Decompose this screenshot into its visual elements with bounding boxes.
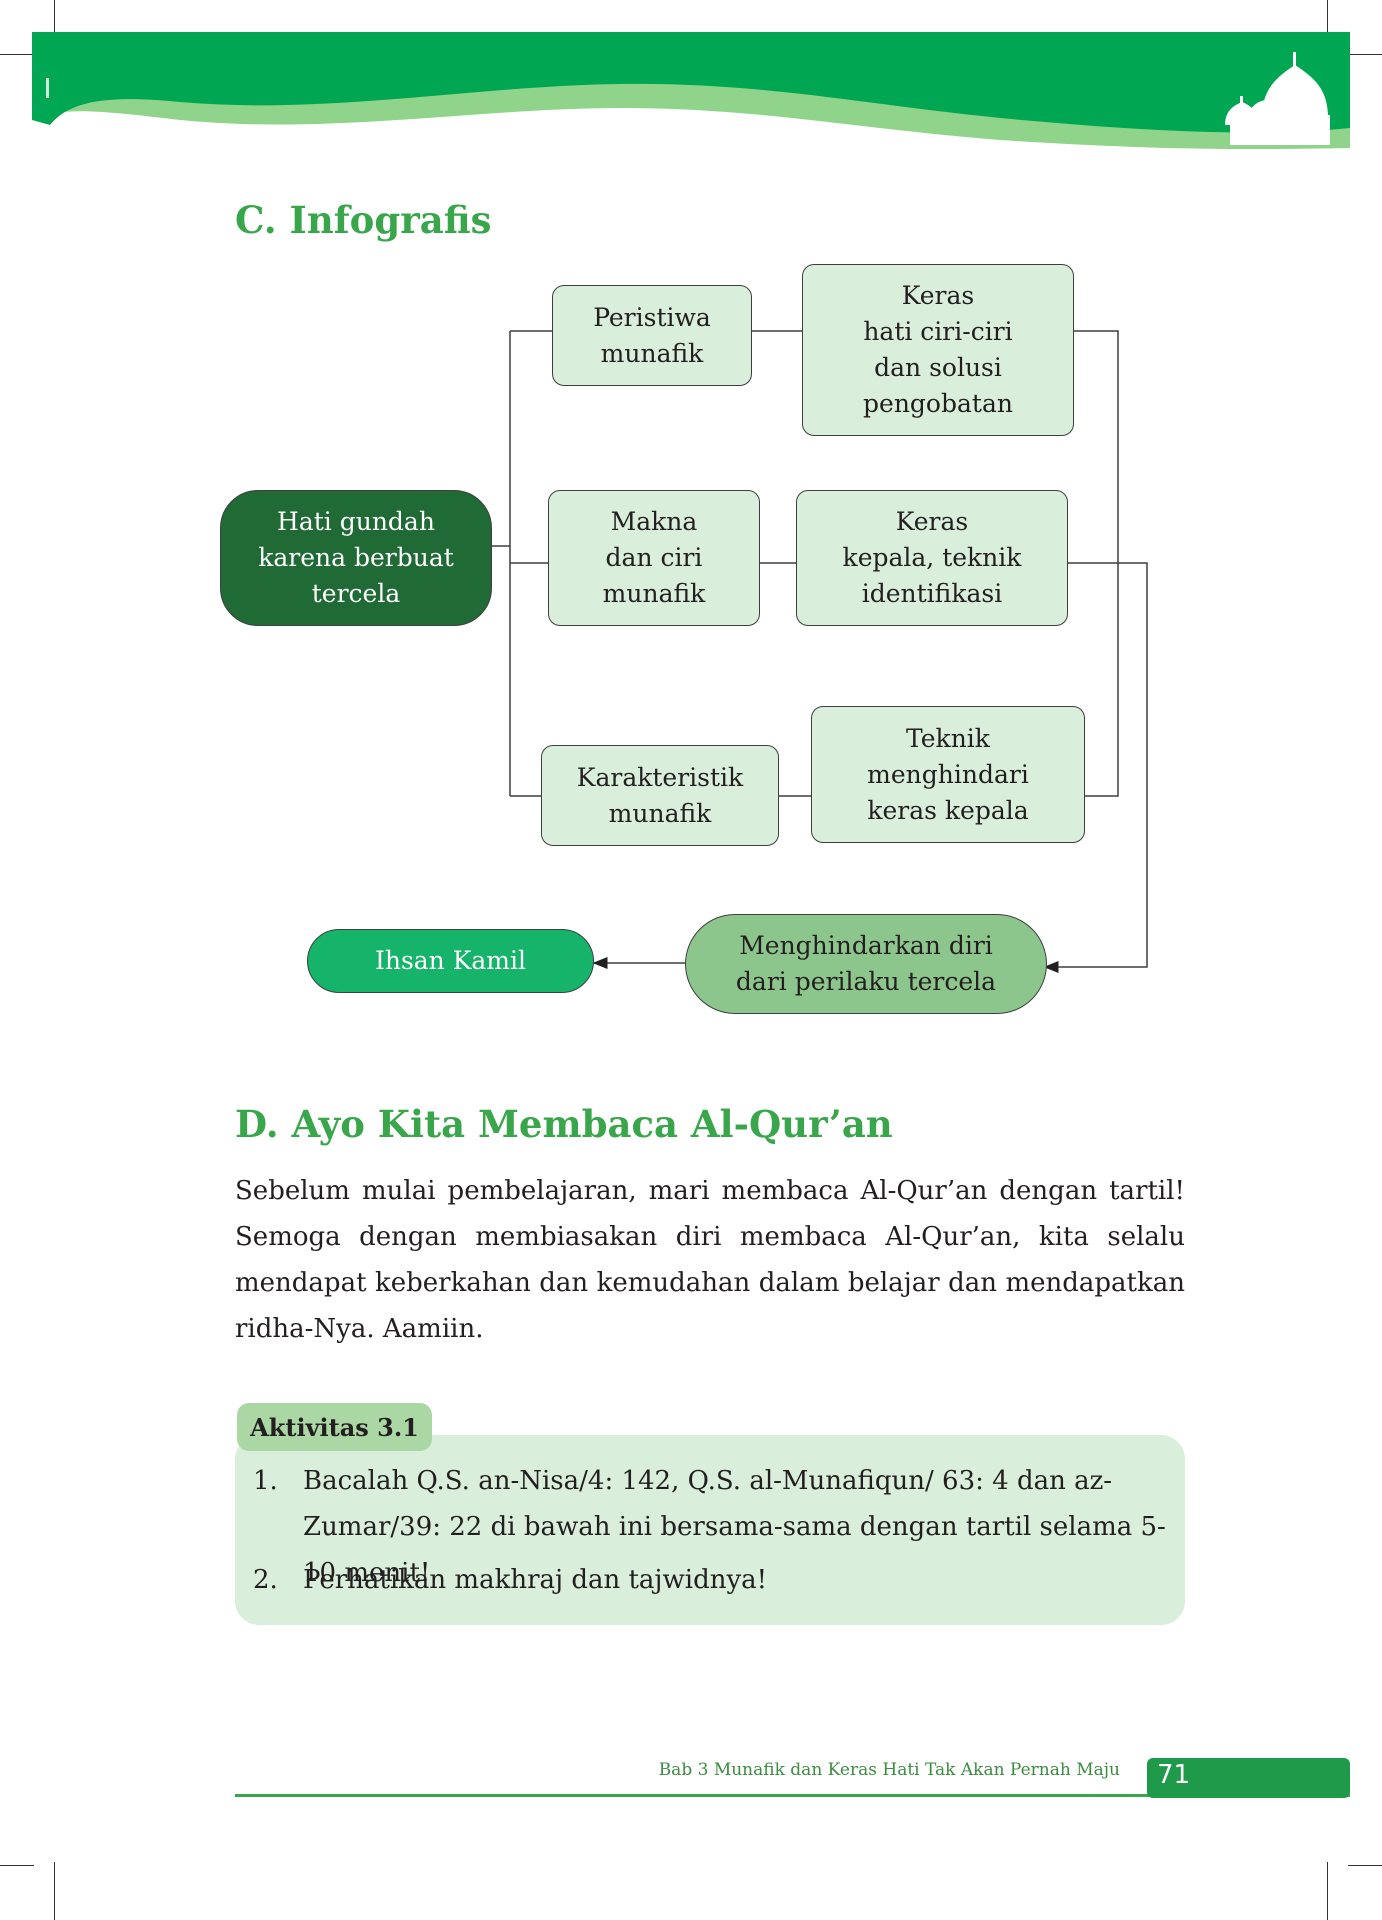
node-peristiwa-munafik: Peristiwa munafik — [552, 285, 752, 386]
crop-mark — [0, 54, 34, 55]
activity-item-text: Perhatikan makhraj dan tajwidnya! — [303, 1565, 768, 1595]
page-number-tab — [1147, 1758, 1350, 1798]
activity-label: Aktivitas 3.1 — [237, 1403, 432, 1451]
node-makna-munafik: Makna dan ciri munafik — [548, 490, 760, 626]
activity-box — [235, 1435, 1185, 1625]
crop-mark — [1348, 54, 1382, 55]
activity-item-number: 1. — [253, 1466, 278, 1496]
section-title-infografis: C. Infografis — [235, 198, 492, 242]
footer-chapter-title: Bab 3 Munafik dan Keras Hati Tak Akan Pe… — [658, 1760, 1120, 1780]
page-number: 71 — [1157, 1760, 1191, 1790]
section-title-quran: D. Ayo Kita Membaca Al-Qur’an — [235, 1102, 893, 1146]
crop-mark — [1348, 1865, 1382, 1866]
node-keras-kepala: Keras kepala, teknik identifikasi — [796, 490, 1068, 626]
node-karakteristik-munafik: Karakteristik munafik — [541, 745, 779, 846]
footer-rule — [235, 1794, 1350, 1797]
crop-mark — [54, 0, 55, 58]
activity-item: 2. Perhatikan makhraj dan tajwidnya! — [253, 1557, 1173, 1603]
node-keras-hati: Keras hati ciri-ciri dan solusi pengobat… — [802, 264, 1074, 436]
header-wave-band — [32, 32, 1350, 150]
crop-mark — [1327, 1862, 1328, 1920]
crop-mark — [1327, 0, 1328, 58]
crop-mark — [54, 1862, 55, 1920]
activity-item: 1. Bacalah Q.S. an-Nisa/4: 142, Q.S. al-… — [253, 1458, 1173, 1596]
activity-item-text: Bacalah Q.S. an-Nisa/4: 142, Q.S. al-Mun… — [303, 1466, 1166, 1588]
crop-mark — [0, 1865, 34, 1866]
activity-item-number: 2. — [253, 1565, 278, 1595]
node-ihsan-kamil: Ihsan Kamil — [307, 929, 594, 993]
mosque-icon — [1225, 52, 1330, 145]
intro-paragraph: Sebelum mulai pembelajaran, mari membaca… — [235, 1176, 1185, 1344]
node-teknik-menghindari: Teknik menghindari keras kepala — [811, 706, 1085, 843]
node-menghindarkan-diri: Menghindarkan diri dari perilaku tercela — [685, 914, 1047, 1014]
node-hati-gundah: Hati gundah karena berbuat tercela — [220, 490, 492, 626]
